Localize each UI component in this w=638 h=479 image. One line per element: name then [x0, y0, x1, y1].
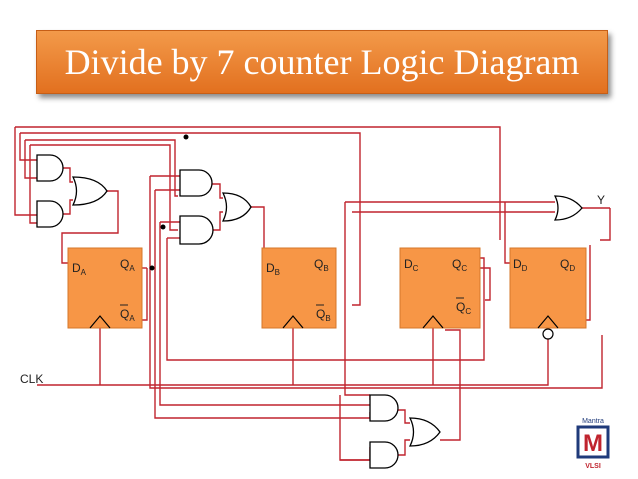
or-gate-b [221, 192, 252, 222]
and-gate-c1 [369, 394, 399, 422]
ff-b-q-label: QB [314, 257, 329, 273]
clk-label: CLK [20, 372, 43, 386]
inverted-clock-bubble [542, 328, 554, 340]
and-gate-b1 [179, 169, 213, 197]
ff-b-qbar-label: QB [316, 307, 331, 323]
junction-dot [160, 224, 166, 230]
or-gate-y [553, 195, 583, 221]
wires [14, 126, 611, 461]
and-gate-a1 [36, 154, 64, 182]
ff-c-q-label: QC [452, 257, 467, 273]
ff-d-d-label: DD [513, 257, 528, 273]
title-banner: Divide by 7 counter Logic Diagram [36, 30, 608, 94]
and-gate-c2 [369, 441, 399, 469]
ff-a-d-label: DA [72, 261, 87, 277]
output-y-label: Y [597, 193, 605, 207]
junction-dot [183, 134, 189, 140]
ff-a-q-label: QA [120, 257, 135, 273]
ff-c-d-label: DC [404, 257, 419, 273]
ff-b-d-label: DB [266, 261, 280, 277]
and-gate-a2 [36, 200, 64, 228]
flip-flop-d [509, 247, 587, 340]
flip-flop-a [67, 247, 143, 329]
or-gate-a [71, 176, 108, 206]
flip-flop-b [261, 247, 337, 329]
svg-text:VLSI: VLSI [585, 463, 601, 470]
page-title: Divide by 7 counter Logic Diagram [64, 42, 580, 82]
mantra-vlsi-logo: Mantra M VLSI [568, 414, 618, 472]
ff-c-qbar-label: QC [456, 300, 471, 316]
svg-text:Mantra: Mantra [582, 418, 604, 425]
ff-a-qbar-label: QA [120, 307, 135, 323]
flip-flop-c [399, 247, 481, 329]
junction-dot [149, 265, 155, 271]
svg-text:M: M [583, 430, 603, 457]
ff-d-q-label: QD [560, 257, 575, 273]
and-gate-b2 [179, 215, 214, 245]
or-gate-c [408, 417, 441, 447]
